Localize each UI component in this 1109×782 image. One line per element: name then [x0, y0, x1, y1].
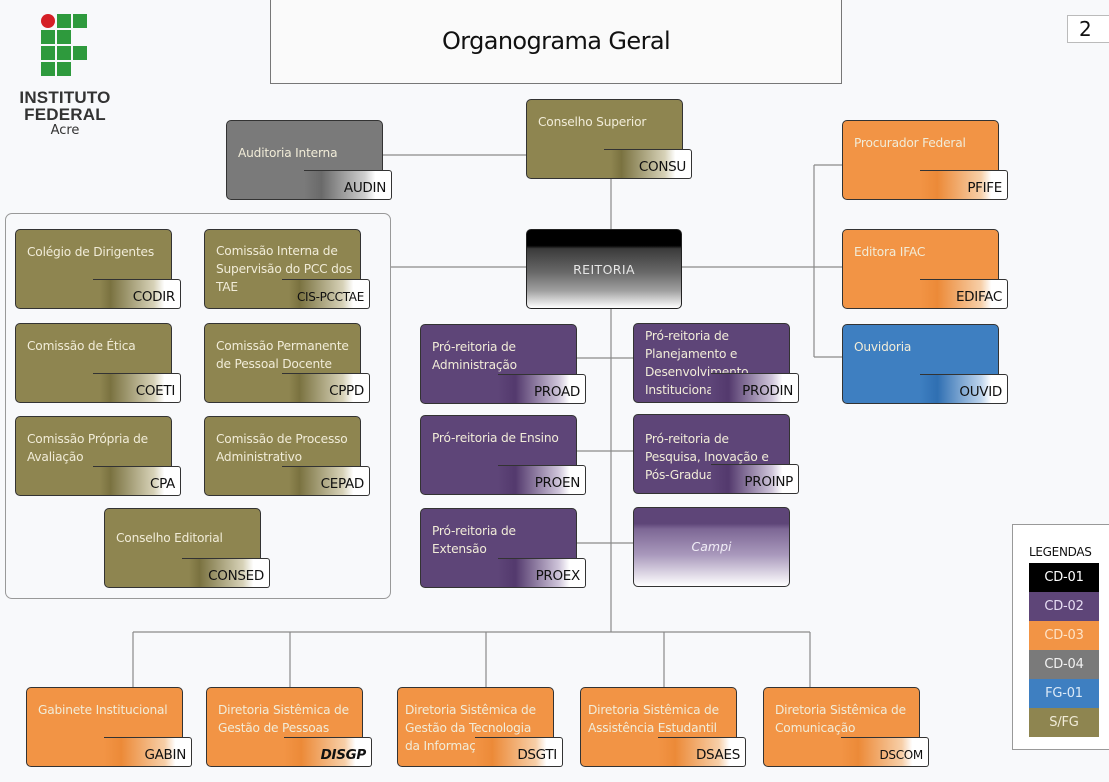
node-code: PROEN	[498, 465, 586, 495]
node-name: Comissão de Ética	[27, 339, 136, 353]
legend-label: CD-02	[1044, 599, 1084, 614]
node-name: Diretoria Sistêmica de Comunicação	[775, 703, 906, 735]
node-name: Diretoria Sistêmica de Assistência Estud…	[588, 703, 719, 735]
node-name: Conselho Editorial	[116, 531, 223, 545]
node-code: GABIN	[104, 737, 192, 767]
node-consed[interactable]: Conselho Editorial CONSED	[104, 508, 270, 588]
node-coeti[interactable]: Comissão de Ética COETI	[15, 323, 181, 403]
node-name: Pró-reitoria de Ensino	[432, 431, 559, 445]
legend-item-cd01: CD-01	[1029, 563, 1099, 592]
legend-item-cd02: CD-02	[1029, 592, 1099, 621]
node-cppd[interactable]: Comissão Permanente de Pessoal Docente C…	[204, 323, 370, 403]
node-code: PROEX	[498, 558, 586, 588]
node-name: Comissão de Processo Administrativo	[216, 432, 348, 464]
legend-item-sfg: S/FG	[1029, 708, 1099, 737]
node-name: Editora IFAC	[854, 245, 926, 259]
node-cis-pcctae[interactable]: Comissão Interna de Supervisão do PCC do…	[204, 229, 370, 309]
node-name: REITORIA	[573, 262, 635, 277]
node-code: EDIFAC	[920, 279, 1008, 309]
node-code: DSGTI	[475, 737, 563, 767]
legend-title: LEGENDAS	[1029, 545, 1092, 559]
legend-label: S/FG	[1049, 715, 1079, 730]
node-gabin[interactable]: Gabinete Institucional GABIN	[26, 687, 192, 767]
node-edifac[interactable]: Editora IFAC EDIFAC	[842, 229, 1008, 309]
legend-item-cd04: CD-04	[1029, 650, 1099, 679]
node-name: Comissão Interna de Supervisão do PCC do…	[216, 244, 353, 294]
node-prodin[interactable]: Pró-reitoria de Planejamento e Desenvolv…	[633, 323, 799, 403]
node-cepad[interactable]: Comissão de Processo Administrativo CEPA…	[204, 416, 370, 496]
node-code: AUDIN	[304, 170, 392, 200]
node-code: DISGP	[284, 737, 372, 767]
node-name: Ouvidoria	[854, 340, 912, 354]
node-name: Diretoria Sistêmica de Gestão de Pessoas	[218, 703, 349, 735]
legend-label: CD-01	[1044, 570, 1084, 585]
node-code: CPPD	[282, 373, 370, 403]
node-code: PROAD	[498, 374, 586, 404]
node-name: Comissão Permanente de Pessoal Docente	[216, 339, 349, 371]
node-reitoria[interactable]: REITORIA	[526, 229, 682, 309]
node-code: DSCOM	[841, 737, 929, 767]
node-proad[interactable]: Pró-reitoria de Administração PROAD	[420, 324, 586, 404]
node-name: Comissão Própria de Avaliação	[27, 432, 148, 464]
legend-label: CD-04	[1044, 657, 1084, 672]
node-name: Campi	[691, 539, 732, 554]
node-name: Pró-reitoria de Administração	[432, 340, 517, 372]
node-name: Gabinete Institucional	[38, 703, 168, 717]
node-code: CODIR	[93, 279, 181, 309]
logo-text-instituto: INSTITUTO	[19, 88, 111, 107]
node-name: Diretoria Sistêmica de Gestão da Tecnolo…	[405, 703, 536, 753]
node-name: Procurador Federal	[854, 136, 966, 150]
node-code: COETI	[93, 373, 181, 403]
page-title-box: Organograma Geral	[270, 0, 842, 84]
legend-item-cd03: CD-03	[1029, 621, 1099, 650]
node-audin[interactable]: Auditoria Interna AUDIN	[226, 120, 392, 200]
node-dsaes[interactable]: Diretoria Sistêmica de Assistência Estud…	[580, 687, 746, 767]
node-disgp[interactable]: Diretoria Sistêmica de Gestão de Pessoas…	[206, 687, 372, 767]
node-consu[interactable]: Conselho Superior CONSU	[526, 99, 692, 179]
node-proinp[interactable]: Pró-reitoria de Pesquisa, Inovação e Pós…	[633, 414, 799, 494]
legend-item-fg01: FG-01	[1029, 679, 1099, 708]
node-name: Auditoria Interna	[238, 146, 338, 160]
node-code: PROINP	[711, 464, 799, 494]
page-title: Organograma Geral	[441, 27, 671, 55]
node-code: CONSU	[604, 149, 692, 179]
legend: LEGENDAS CD-01 CD-02 CD-03 CD-04 FG-01 S…	[1012, 524, 1109, 750]
if-logo-icon	[41, 14, 89, 78]
node-codir[interactable]: Colégio de Dirigentes CODIR	[15, 229, 181, 309]
node-code: OUVID	[920, 374, 1008, 404]
node-name: Conselho Superior	[538, 115, 647, 129]
node-ouvid[interactable]: Ouvidoria OUVID	[842, 324, 1008, 404]
logo-text-federal: FEDERAL	[24, 105, 106, 124]
node-proex[interactable]: Pró-reitoria de Extensão PROEX	[420, 508, 586, 588]
node-name: Pró-reitoria de Extensão	[432, 524, 516, 556]
node-code: CONSED	[182, 558, 270, 588]
node-dscom[interactable]: Diretoria Sistêmica de Comunicação DSCOM	[763, 687, 929, 767]
node-code: CPA	[93, 466, 181, 496]
legend-label: CD-03	[1044, 628, 1084, 643]
node-code: CIS-PCCTAE	[282, 279, 370, 309]
node-campi[interactable]: Campi	[633, 507, 790, 587]
institution-logo: INSTITUTO FEDERAL Acre	[10, 14, 120, 139]
node-code: PFIFE	[920, 170, 1008, 200]
node-code: DSAES	[658, 737, 746, 767]
node-code: CEPAD	[282, 466, 370, 496]
node-proen[interactable]: Pró-reitoria de Ensino PROEN	[420, 415, 586, 495]
logo-text-acre: Acre	[50, 123, 80, 138]
node-cpa[interactable]: Comissão Própria de Avaliação CPA	[15, 416, 181, 496]
page-number: 2	[1067, 15, 1109, 43]
node-name: Colégio de Dirigentes	[27, 245, 154, 259]
node-dsgti[interactable]: Diretoria Sistêmica de Gestão da Tecnolo…	[397, 687, 563, 767]
node-pfife[interactable]: Procurador Federal PFIFE	[842, 120, 1008, 200]
legend-label: FG-01	[1045, 686, 1083, 701]
node-code: PRODIN	[711, 373, 799, 403]
